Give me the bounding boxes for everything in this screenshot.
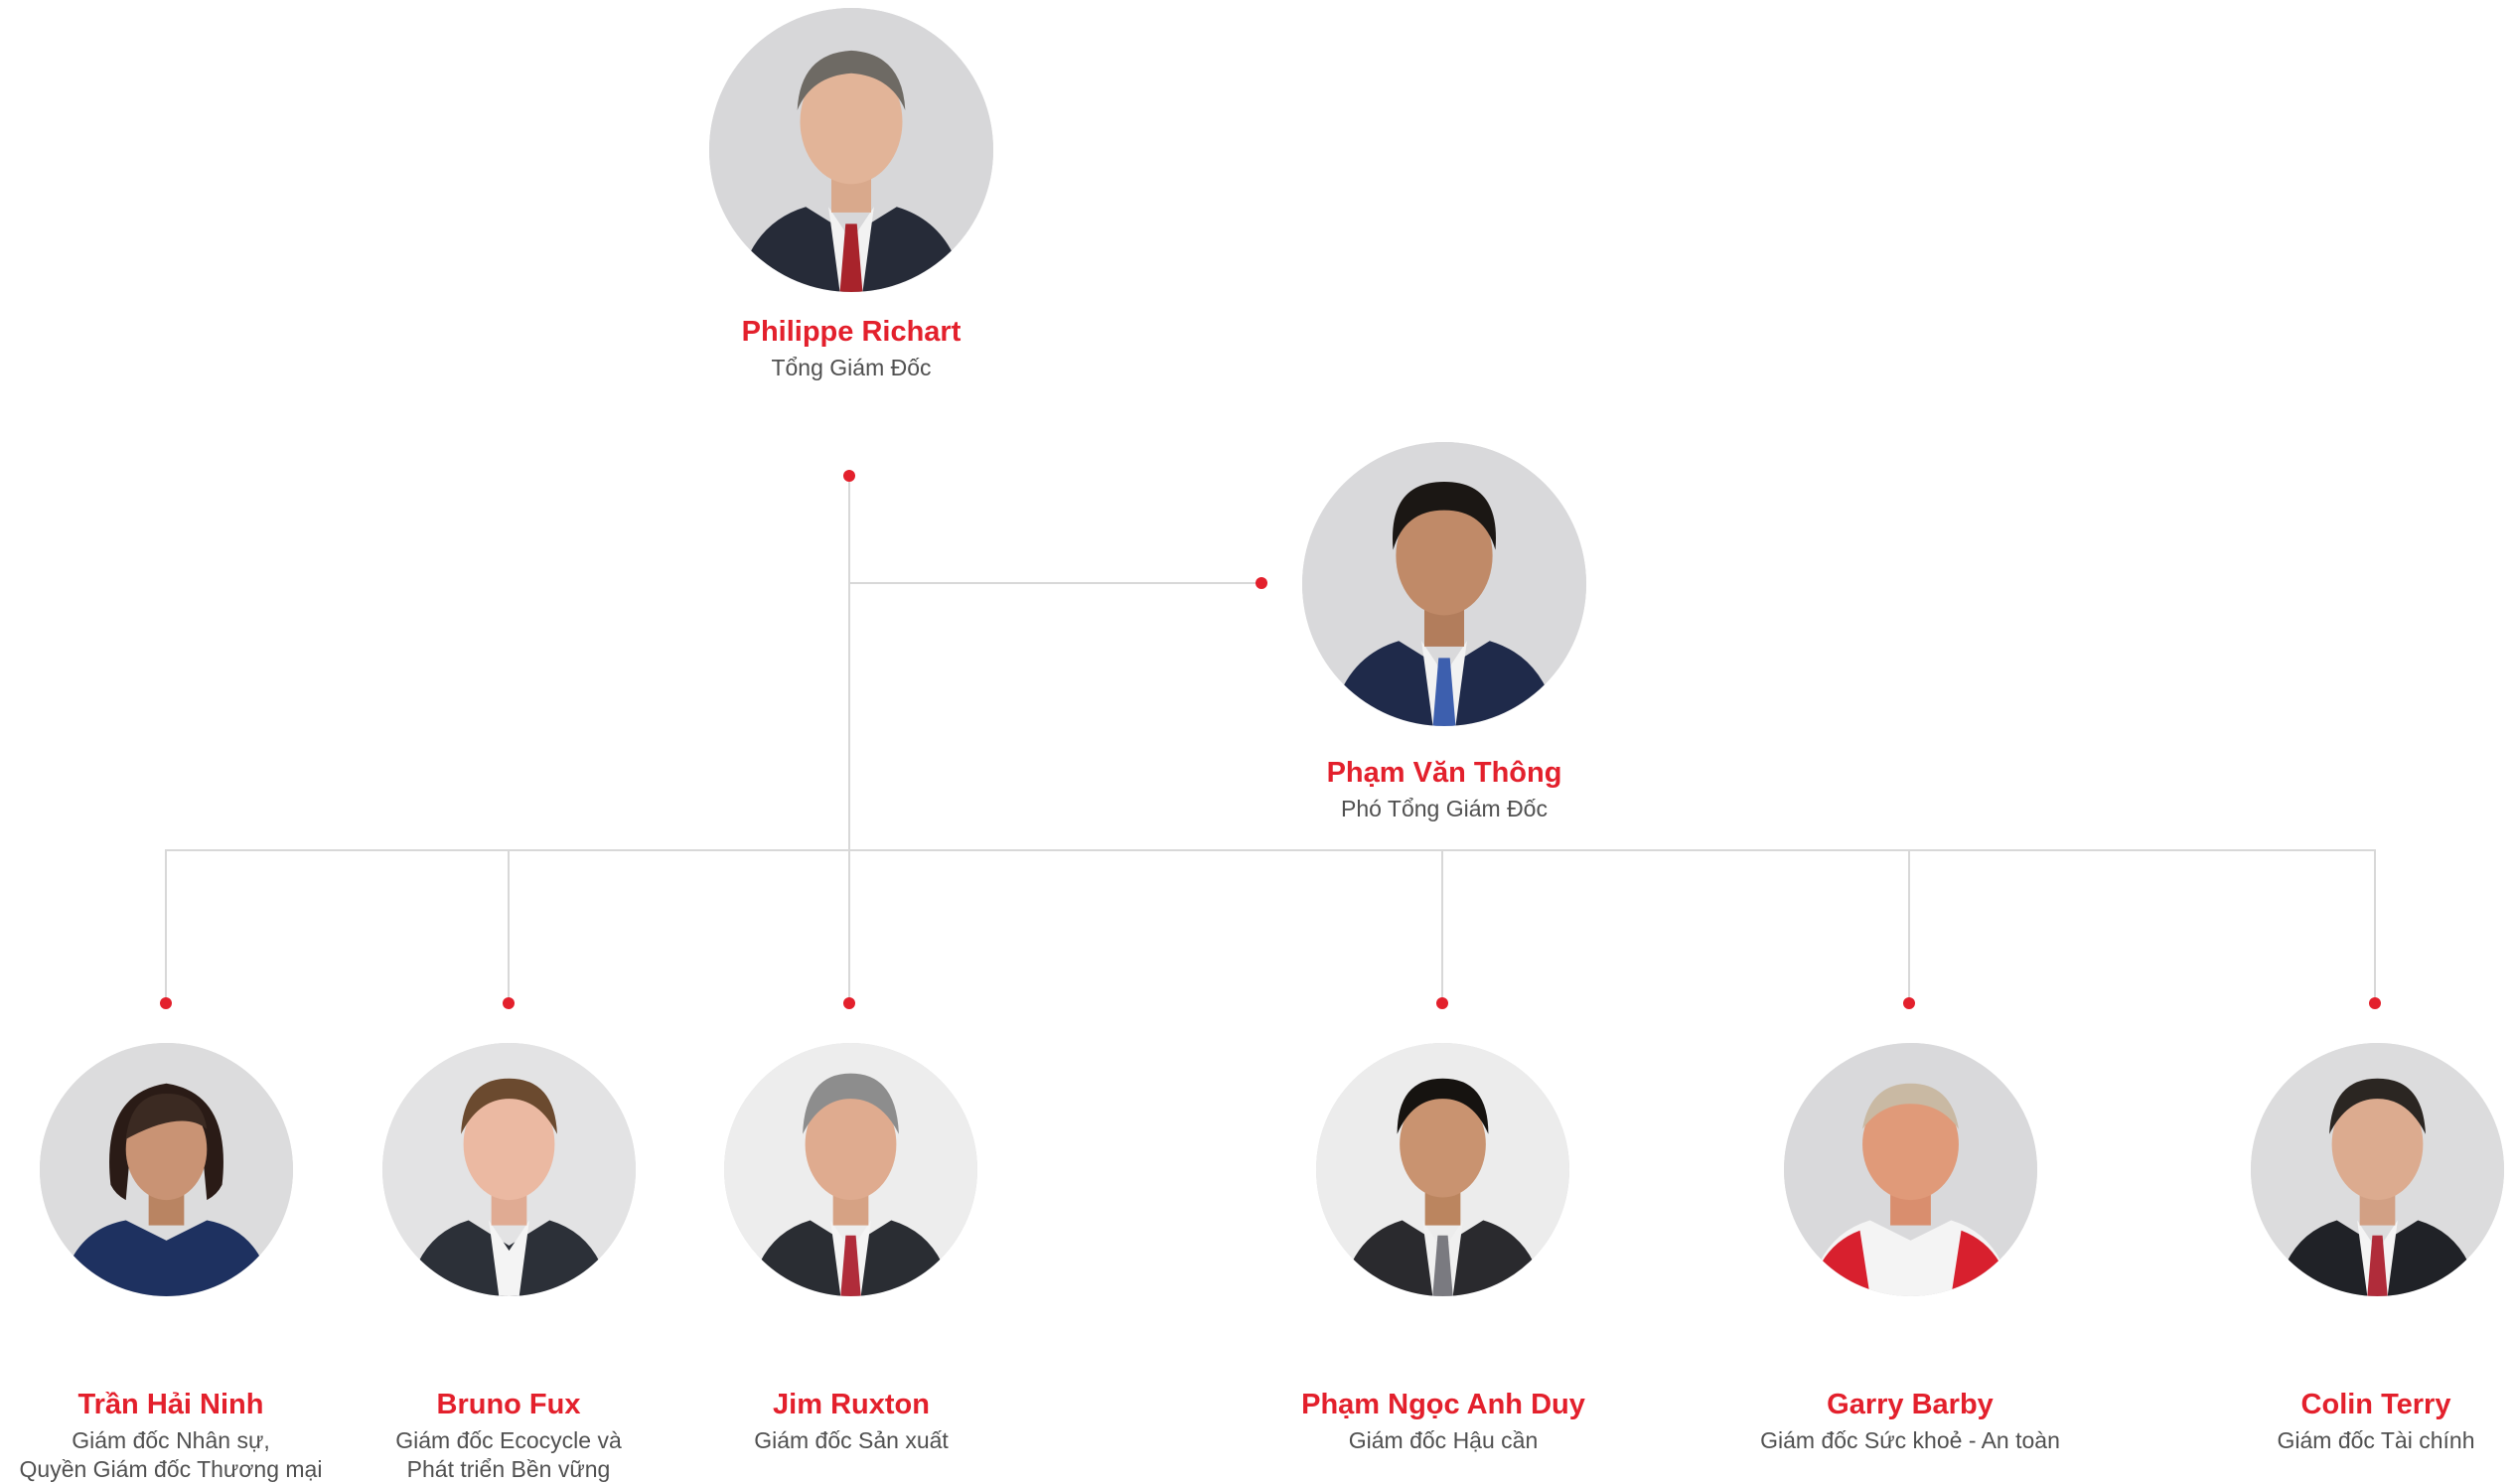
connector-dot-3 <box>843 997 855 1009</box>
person-photo-icon <box>2251 1043 2504 1296</box>
person-name: Phạm Văn Thông <box>1326 757 1562 789</box>
person-role: Giám đốc Sản xuất <box>754 1427 949 1453</box>
person-card-p6: Colin Terry Giám đốc Tài chính <box>2167 1387 2515 1455</box>
person-name: Trần Hải Ninh <box>77 1389 264 1420</box>
person-card-p5: Garry Barby Giám đốc Sức khoẻ - An toàn <box>1701 1387 2119 1455</box>
person-role: Giám đốc Tài chính <box>2277 1427 2475 1453</box>
avatar-deputy <box>1302 442 1586 726</box>
person-photo-icon <box>724 1043 977 1296</box>
avatar-p1 <box>40 1043 293 1296</box>
person-card-p2: Bruno Fux Giám đốc Ecocycle và Phát triể… <box>300 1387 717 1484</box>
connector-drop-6 <box>2374 849 2376 1003</box>
person-role: Giám đốc Sức khoẻ - An toàn <box>1760 1427 2060 1453</box>
connector-dot-6 <box>2369 997 2381 1009</box>
connector-dot-1 <box>160 997 172 1009</box>
connector-dot-2 <box>503 997 515 1009</box>
person-card-ceo: Philippe Richart Tổng Giám Đốc <box>643 314 1060 382</box>
avatar-p5 <box>1784 1043 2037 1296</box>
person-card-p1: Trần Hải Ninh Giám đốc Nhân sự, Quyền Gi… <box>0 1387 379 1484</box>
person-name: Garry Barby <box>1827 1389 1994 1420</box>
connector-dot-deputy <box>1256 577 1267 589</box>
person-role: Giám đốc Ecocycle và <box>395 1427 622 1453</box>
avatar-ceo <box>709 8 993 292</box>
connector-drop-5 <box>1908 849 1910 1003</box>
person-role: Phó Tổng Giám Đốc <box>1341 796 1548 821</box>
person-photo-icon <box>382 1043 636 1296</box>
connector-drop-2 <box>508 849 510 1003</box>
avatar-p6 <box>2251 1043 2504 1296</box>
person-photo-icon <box>40 1043 293 1296</box>
person-card-p3: Jim Ruxton Giám đốc Sản xuất <box>643 1387 1060 1455</box>
person-photo-icon <box>1784 1043 2037 1296</box>
avatar-p3 <box>724 1043 977 1296</box>
connector-dot-ceo <box>843 470 855 482</box>
person-name: Jim Ruxton <box>773 1389 930 1420</box>
person-name: Phạm Ngọc Anh Duy <box>1301 1389 1585 1420</box>
connector-horizontal-bar <box>165 849 2375 851</box>
person-role-line-2: Quyền Giám đốc Thương mại <box>19 1456 323 1482</box>
person-photo-icon <box>709 8 993 292</box>
connector-dot-4 <box>1436 997 1448 1009</box>
connector-deputy <box>849 582 1261 584</box>
person-card-deputy: Phạm Văn Thông Phó Tổng Giám Đốc <box>1236 755 1653 823</box>
avatar-p4 <box>1316 1043 1569 1296</box>
person-photo-icon <box>1316 1043 1569 1296</box>
person-role-line-2: Phát triển Bền vững <box>406 1456 611 1482</box>
person-role: Tổng Giám Đốc <box>771 355 932 380</box>
person-card-p4: Phạm Ngọc Anh Duy Giám đốc Hậu cần <box>1235 1387 1652 1455</box>
person-role: Giám đốc Hậu cần <box>1348 1427 1539 1453</box>
person-name: Colin Terry <box>2300 1389 2451 1420</box>
connector-drop-1 <box>165 849 167 1003</box>
connector-ceo-trunk <box>848 477 850 854</box>
person-photo-icon <box>1302 442 1586 726</box>
avatar-p2 <box>382 1043 636 1296</box>
person-role: Giám đốc Nhân sự, <box>72 1427 270 1453</box>
connector-dot-5 <box>1903 997 1915 1009</box>
connector-drop-4 <box>1441 849 1443 1003</box>
person-name: Philippe Richart <box>741 316 962 348</box>
person-name: Bruno Fux <box>436 1389 581 1420</box>
connector-drop-3 <box>848 849 850 1003</box>
